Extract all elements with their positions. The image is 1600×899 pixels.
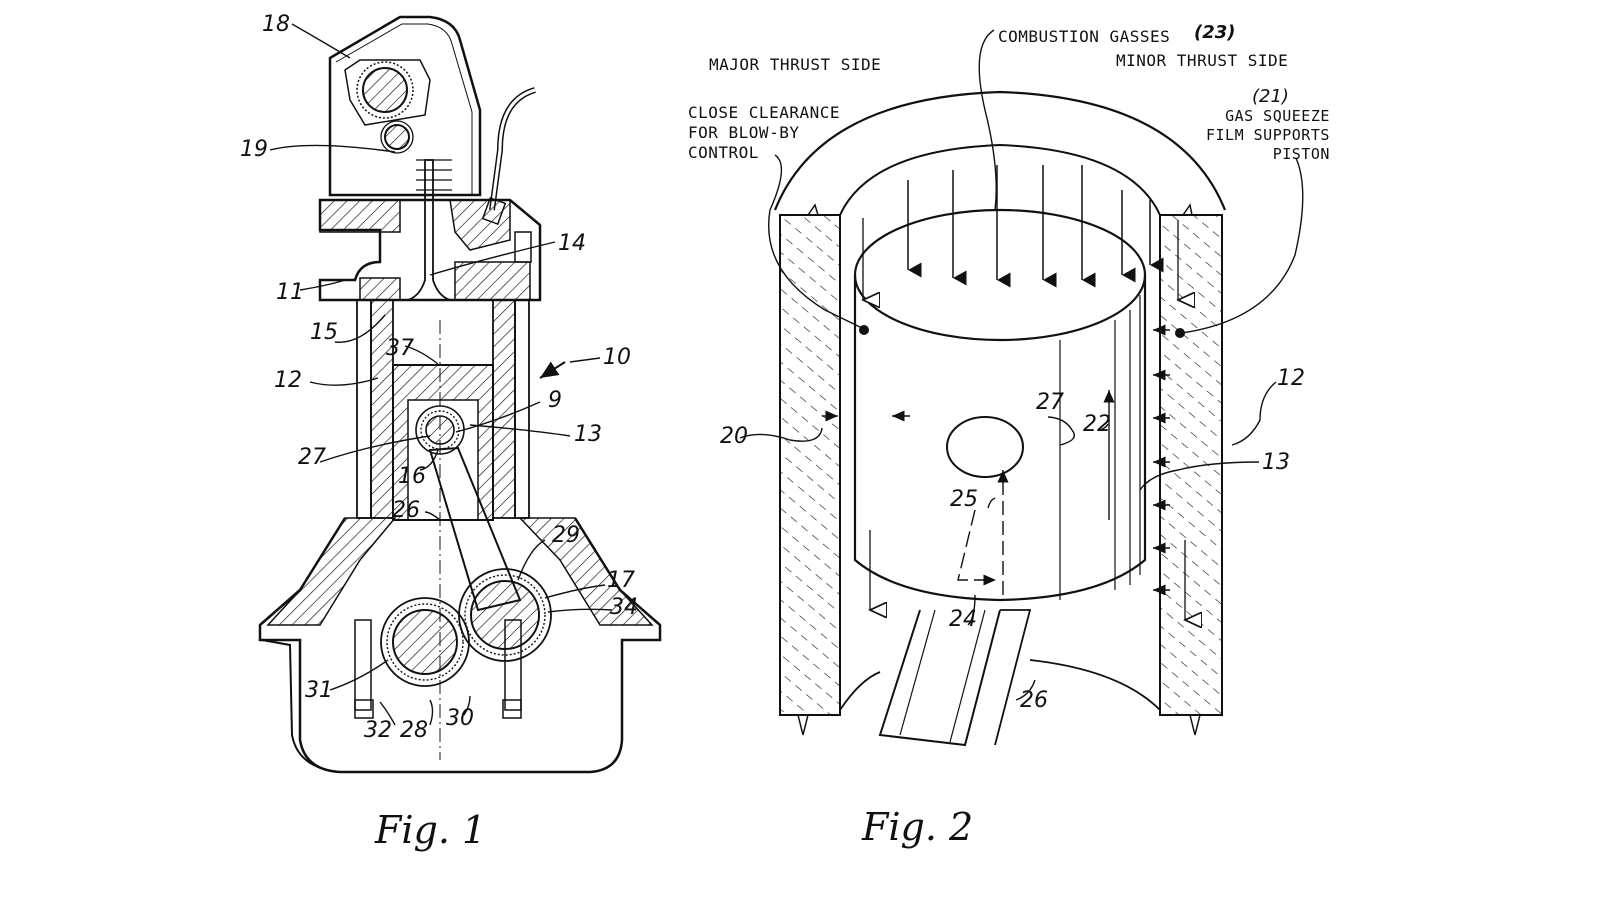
blow-by-arrows [863, 218, 1185, 620]
fig2-ref-20: 20 [720, 424, 748, 449]
wrist-pin [425, 415, 455, 445]
fig1-ref-26: 26 [392, 498, 420, 523]
fig1-ref-37: 37 [386, 336, 414, 361]
cylinder-bore-outer-arc [773, 90, 1227, 211]
fig1-ref-14: 14 [558, 231, 586, 256]
fig1-ref-18: 18 [262, 12, 290, 37]
fig1-ref-34: 34 [610, 595, 638, 620]
fig2-minor-thrust-side-label: MINOR THRUST SIDE [1116, 51, 1289, 70]
fig1-ref-30: 30 [446, 706, 474, 731]
fig1-ref-9: 9 [548, 388, 562, 413]
fig2-piston-cylinder [739, 29, 1304, 747]
cylinder-wall-left [779, 214, 841, 716]
force-arrow-24 [957, 509, 996, 586]
fig2-combustion-gasses-label: COMBUSTION GASSES [998, 27, 1171, 46]
fig2-major-thrust-side-label: MAJOR THRUST SIDE [709, 55, 882, 74]
fig1-ref-28: 28 [400, 718, 428, 743]
cylinder-wall-right [492, 299, 516, 519]
wrist-pin-hole [946, 416, 1024, 478]
fig1-ref-19: 19 [240, 137, 268, 162]
camshaft [384, 124, 410, 150]
fig2-gas-squeeze-film-label: GAS SQUEEZE FILM SUPPORTS PISTON [1206, 107, 1330, 163]
fig2-ref-13: 13 [1262, 450, 1290, 475]
fig2-caption: Fig. 2 [862, 805, 974, 849]
rocker-shaft [362, 67, 408, 113]
piston-crown [853, 208, 1147, 342]
piston-skirt [853, 275, 1147, 602]
fig1-engine-section [258, 15, 662, 774]
fig2-ref-22: 22 [1083, 412, 1111, 437]
fig1-ref-31: 31 [305, 678, 333, 703]
fig1-ref-29: 29 [552, 523, 580, 548]
combustion-gas-arrows [907, 165, 1164, 288]
fig2-ref-21: (21) [1252, 86, 1289, 107]
valve-stem [407, 159, 451, 301]
spark-plug-wire [489, 87, 536, 211]
fig1-leader-lines [269, 23, 613, 726]
fig2-leader-lines [739, 29, 1304, 701]
connecting-rod [878, 609, 1001, 747]
fig1-ref-27: 27 [298, 445, 326, 470]
fig1-ref-12: 12 [274, 368, 302, 393]
fig1-ref-32: 32 [364, 718, 392, 743]
cylinder-bore-inner-arc [839, 143, 1161, 216]
fig2-ref-25: 25 [950, 487, 978, 512]
fig2-close-clearance-label: CLOSE CLEARANCE FOR BLOW-BY CONTROL [688, 103, 840, 162]
valve-spring [416, 159, 452, 191]
crankshaft-main [392, 609, 458, 675]
fig1-caption: Fig. 1 [375, 808, 487, 852]
fig1-ref-10: 10 [603, 345, 631, 370]
fig1-ref-15: 15 [310, 320, 338, 345]
fig2-ref-24: 24 [949, 607, 977, 632]
fig2-ref-23: (23) [1194, 22, 1236, 43]
cylinder-wall-left [356, 299, 372, 519]
fig1-ref-11: 11 [276, 280, 304, 305]
fig1-ref-17: 17 [607, 568, 635, 593]
oil-pan [261, 639, 341, 773]
fig2-ref-12: 12 [1277, 366, 1305, 391]
fig2-ref-26: 26 [1020, 688, 1048, 713]
fig1-ref-13: 13 [574, 422, 602, 447]
cylinder-wall-right [1159, 214, 1223, 716]
squeeze-film-arrows [1153, 324, 1170, 596]
fig1-ref-16: 16 [398, 464, 426, 489]
fig2-ref-27: 27 [1036, 390, 1064, 415]
valve-cover [328, 15, 482, 197]
crankcase [258, 517, 662, 774]
